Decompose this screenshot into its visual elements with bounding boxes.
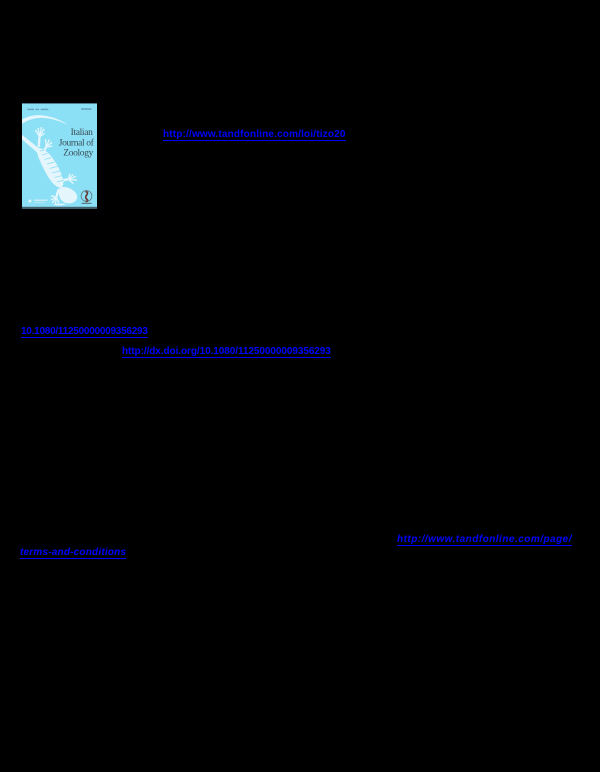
svg-text:Italian: Italian — [71, 128, 93, 138]
svg-text:Zoology: Zoology — [63, 148, 93, 158]
svg-text:Journal of: Journal of — [59, 137, 95, 148]
